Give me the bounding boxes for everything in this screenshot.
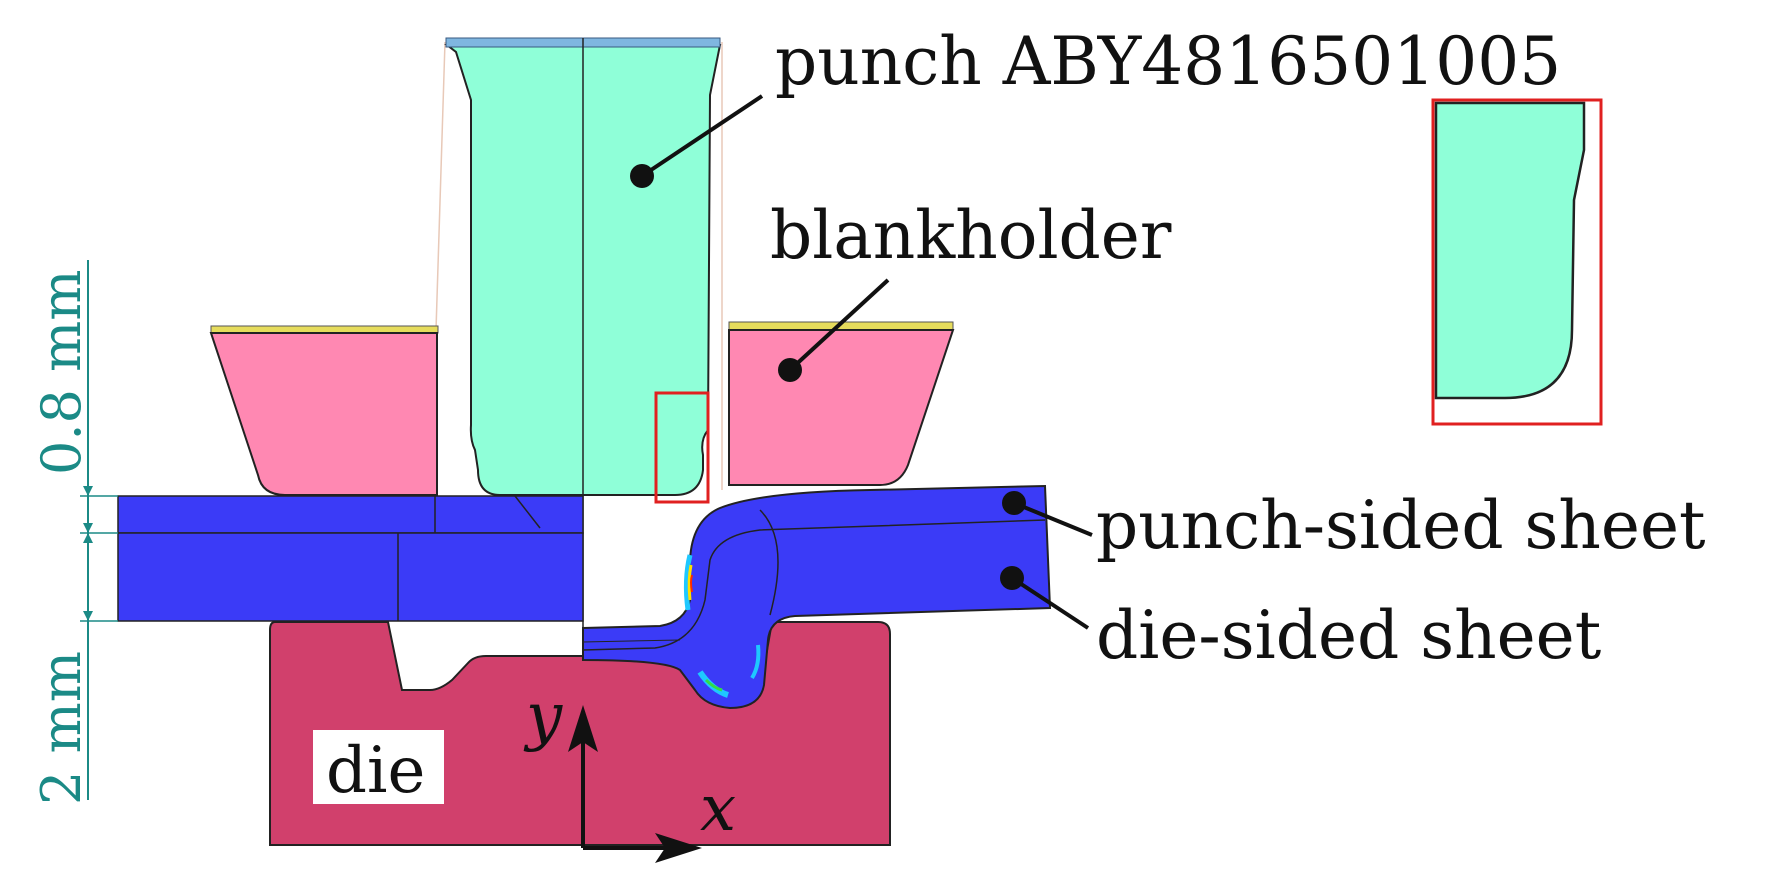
blankholder	[209, 321, 955, 496]
dimension-lower-label: 2 mm	[30, 651, 93, 805]
punch-sheet-leader-dot	[1002, 491, 1026, 515]
die-sided-sheet-left	[117, 532, 584, 622]
sheet-right-outline	[582, 484, 1052, 710]
die-label-box	[313, 730, 444, 804]
sheets-right	[582, 484, 1052, 710]
punch-leader-dot	[630, 164, 654, 188]
annotations: punch ABY4816501005 blankholder punch-si…	[630, 23, 1706, 674]
punch-sheet-label: punch-sided sheet	[1096, 487, 1706, 564]
coordinate-axes: y x	[523, 680, 736, 863]
die-label: die	[326, 734, 425, 808]
punch	[430, 37, 723, 845]
punch-sided-sheet-left	[117, 495, 584, 534]
die-sheet-label: die-sided sheet	[1096, 597, 1601, 674]
sheet-interface	[582, 519, 1046, 651]
dimension-upper-label: 0.8 mm	[30, 270, 93, 475]
sheets-left	[117, 495, 584, 622]
detail-punch-tip	[1434, 101, 1586, 400]
dimension-scale: 0.8 mm 2 mm	[30, 260, 118, 805]
blankholder-leader-dot	[778, 358, 802, 382]
stress-contour	[683, 554, 693, 611]
punch-tip-detail	[1431, 98, 1603, 426]
x-axis-label: x	[700, 772, 736, 846]
blankholder-label: blankholder	[770, 197, 1172, 274]
blankholder-left-cap	[210, 325, 439, 334]
x-axis-arrow	[655, 833, 702, 863]
punch-label: punch ABY4816501005	[775, 23, 1561, 100]
y-axis-label: y	[523, 680, 563, 754]
blankholder-left	[209, 332, 438, 496]
punch-detail-marker	[654, 391, 710, 504]
die-sheet-leader-dot	[1000, 566, 1024, 590]
blankholder-right	[728, 329, 955, 486]
y-axis-arrow	[568, 705, 598, 752]
